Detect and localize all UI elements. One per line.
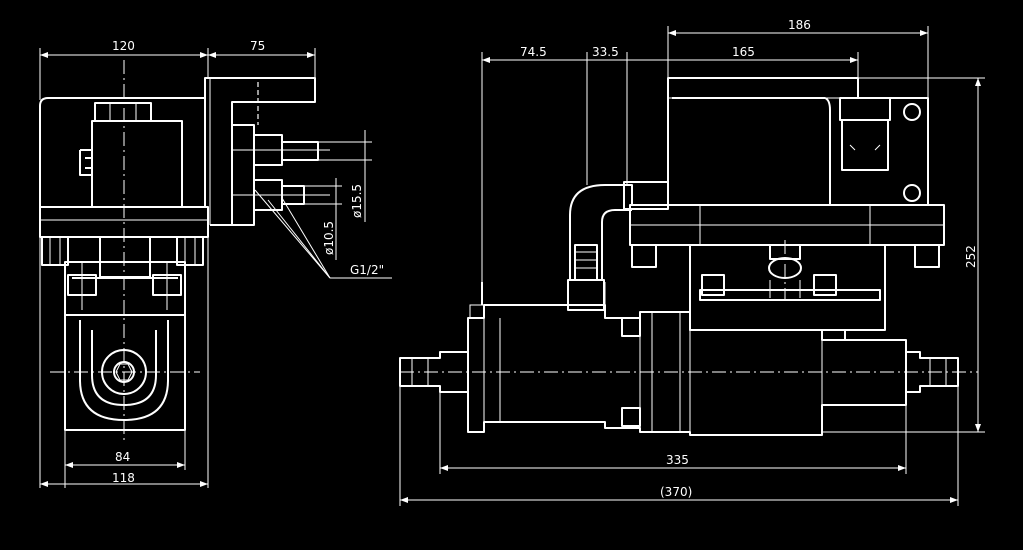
dim-186: 186 [788, 18, 811, 32]
dim-335: 335 [666, 453, 689, 467]
dim-118: 118 [112, 471, 135, 485]
dim-thread: G1/2" [350, 263, 384, 277]
dim-84: 84 [115, 450, 130, 464]
side-view-dimensions: 120 75 84 118 ø15.5 ø10.5 G1/2" [39, 39, 392, 488]
dim-75: 75 [250, 39, 265, 53]
dim-74-5: 74.5 [520, 45, 547, 59]
dim-33-5: 33.5 [592, 45, 619, 59]
front-view [399, 77, 978, 436]
dim-370: (370) [660, 485, 692, 499]
dim-phi-10-5: ø10.5 [322, 221, 336, 255]
arrowheads [40, 30, 981, 503]
dim-120: 120 [112, 39, 135, 53]
dim-phi-15-5: ø15.5 [350, 184, 364, 218]
side-view [39, 60, 330, 440]
dim-252: 252 [964, 245, 978, 268]
dim-165: 165 [732, 45, 755, 59]
front-view-dimensions: 186 74.5 33.5 165 252 335 (370) [399, 18, 985, 506]
